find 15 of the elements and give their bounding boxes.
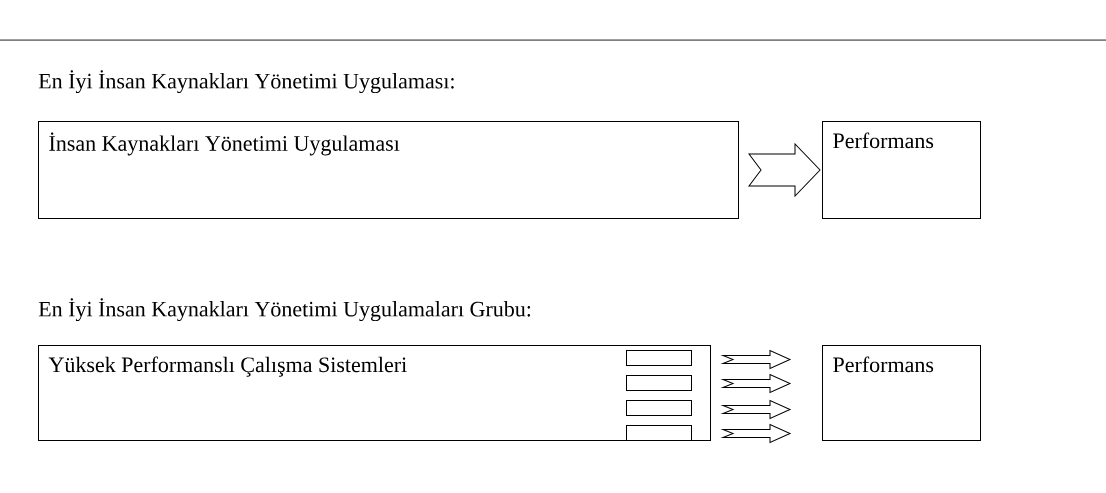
text-box: Performans <box>822 345 981 441</box>
small-box <box>626 425 692 441</box>
heading: En İyi İnsan Kaynakları Yönetimi Uygulamaları Grubu: <box>38 298 531 322</box>
text-box: Performans <box>822 121 981 219</box>
heading: En İyi İnsan Kaynakları Yönetimi Uygulaması: <box>38 70 454 94</box>
block-arrow <box>722 374 791 393</box>
block-arrow <box>722 424 791 443</box>
text-box: Yüksek Performanslı Çalışma Sistemleri <box>38 345 711 441</box>
block-arrow <box>722 400 791 419</box>
block-arrow <box>748 143 821 197</box>
small-box <box>626 375 692 391</box>
small-box <box>626 400 692 416</box>
small-box <box>626 350 692 366</box>
block-arrow <box>722 350 791 369</box>
text-box: İnsan Kaynakları Yönetimi Uygulaması <box>38 121 739 219</box>
